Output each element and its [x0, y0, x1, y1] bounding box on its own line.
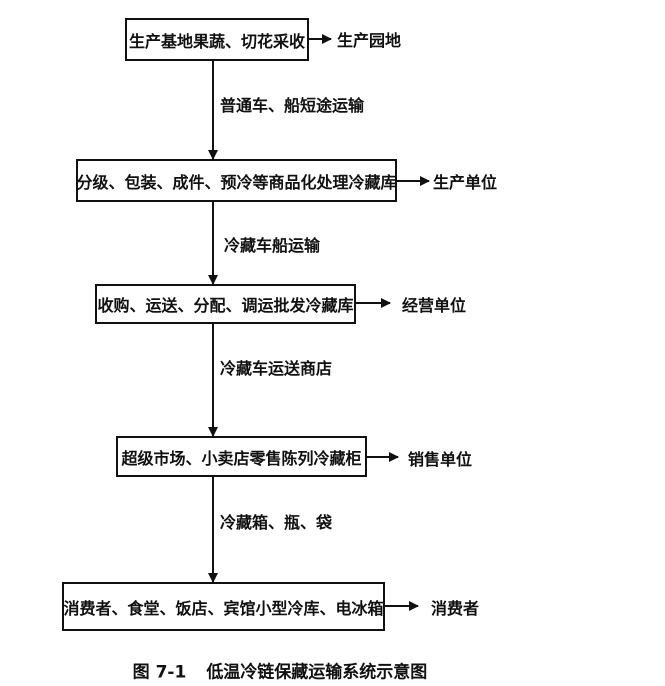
- role-label: 生产单位: [433, 173, 498, 192]
- arrow-to-role: [356, 298, 391, 308]
- stage-box-retail: 超级市场、小卖店零售陈列冷藏柜: [116, 436, 367, 477]
- stage-box-harvest: 生产基地果蔬、切花采收: [125, 18, 309, 61]
- arrow-to-role: [309, 34, 332, 44]
- stage-box-consumer: 消费者、食堂、饭店、宾馆小型冷库、电冰箱: [62, 582, 385, 631]
- arrow-to-role: [385, 601, 419, 611]
- role-label: 经营单位: [402, 296, 467, 315]
- flow-arrow: [208, 61, 218, 160]
- flow-arrow: [208, 202, 218, 285]
- transport-label: 冷藏箱、瓶、袋: [220, 513, 333, 532]
- figure-caption: 图 7-1 低温冷链保藏运输系统示意图: [0, 658, 560, 683]
- figure-number: 图 7-1: [132, 662, 187, 683]
- transport-label: 冷藏车船运输: [224, 236, 321, 255]
- role-label: 生产园地: [337, 31, 402, 50]
- flow-arrow: [208, 477, 218, 583]
- transport-label: 冷藏车运送商店: [220, 359, 333, 378]
- flow-arrow: [208, 324, 218, 437]
- stage-box-processing: 分级、包装、成件、预冷等商品化处理冷藏库: [76, 159, 397, 202]
- role-label: 消费者: [431, 599, 480, 618]
- figure-title: 低温冷链保藏运输系统示意图: [206, 662, 428, 683]
- transport-label: 普通车、船短途运输: [220, 96, 365, 115]
- stage-box-wholesale: 收购、运送、分配、调运批发冷藏库: [95, 284, 356, 324]
- arrow-to-role: [367, 452, 399, 462]
- arrow-to-role: [397, 176, 430, 186]
- role-label: 销售单位: [408, 450, 473, 469]
